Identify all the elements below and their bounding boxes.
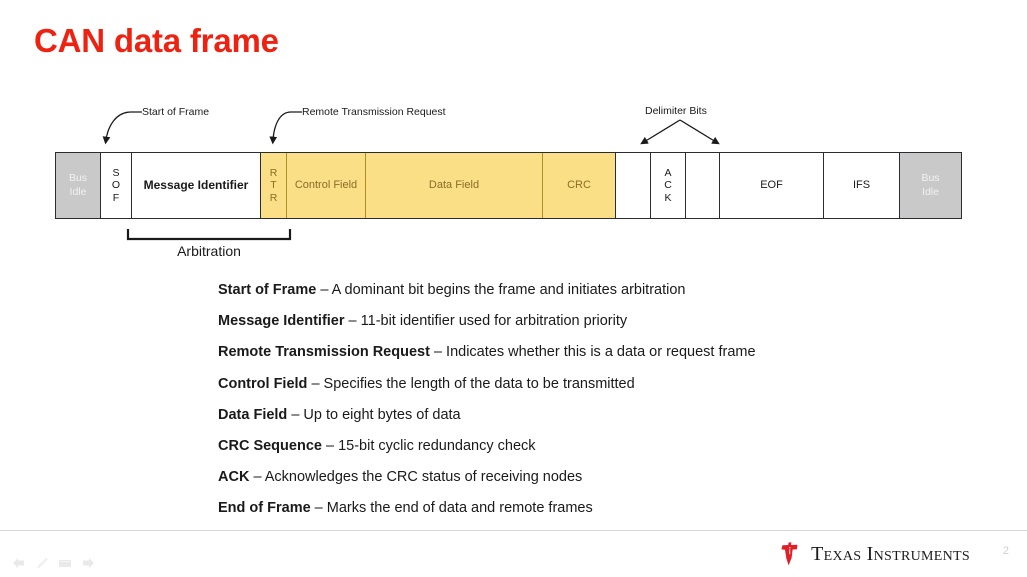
pen-icon[interactable] (35, 557, 49, 569)
frame-cell-crc: CRC (543, 153, 616, 218)
frame-cell-crc-delimiter (616, 153, 651, 218)
list-item: CRC Sequence – 15-bit cyclic redundancy … (218, 438, 978, 455)
leader-remote-transmission-request (269, 111, 302, 145)
page-title: CAN data frame (34, 22, 279, 59)
frame-cell-control-field: Control Field (287, 153, 366, 218)
list-item-term: Data Field (218, 406, 288, 423)
list-item-desc: – 11-bit identifier used for arbitration… (344, 313, 628, 330)
list-item-desc: – Specifies the length of the data to be… (307, 375, 635, 392)
list-item-desc: – Marks the end of data and remote frame… (310, 500, 593, 517)
list-item: Start of Frame – A dominant bit begins t… (218, 282, 978, 299)
leader-start-of-frame (102, 111, 142, 145)
list-item-term: CRC Sequence (218, 437, 322, 454)
callout-label-start-of-frame: Start of Frame (142, 106, 210, 118)
list-item: ACK – Acknowledges the CRC status of rec… (218, 469, 978, 486)
frame-cell-message-identifier: Message Identifier (132, 153, 261, 218)
callout-label-delimiter-bits: Delimiter Bits (645, 105, 707, 117)
ti-wordmark: Texas Instruments (811, 542, 970, 565)
frame-cell-eof: EOF (720, 153, 824, 218)
presenter-toolbar[interactable] (12, 557, 95, 569)
texas-instruments-logo: Texas Instruments (767, 535, 980, 573)
list-item-desc: – 15-bit cyclic redundancy check (321, 437, 536, 454)
frame-cell-rtr: R T R (261, 153, 287, 218)
arbitration-label: Arbitration (177, 243, 241, 259)
list-item-desc: – A dominant bit begins the frame and in… (316, 282, 686, 298)
can-data-frame-diagram: Bus Idle S O F Message Identifier R T R … (0, 0, 1027, 270)
list-item-desc: – Up to eight bytes of data (287, 406, 461, 423)
frame-cell-sof: S O F (101, 153, 132, 218)
frame-cell-bus-idle-right: Bus Idle (900, 153, 961, 218)
list-item: End of Frame – Marks the end of data and… (218, 500, 978, 517)
list-item: Data Field – Up to eight bytes of data (218, 407, 978, 424)
callout-label-remote-transmission-request: Remote Transmission Request (302, 106, 446, 118)
list-item-term: Remote Transmission Request (218, 344, 430, 361)
frame-cell-ack-delimiter (686, 153, 720, 218)
list-item-desc: – Acknowledges the CRC status of receivi… (249, 469, 583, 486)
leader-delimiter-bit-right (679, 119, 720, 145)
leader-delimiter-bit-left (640, 119, 681, 145)
back-arrow-icon[interactable] (12, 557, 26, 569)
list-item-term: ACK (218, 469, 250, 486)
list-item: Message Identifier – 11-bit identifier u… (218, 313, 978, 330)
page-number: 2 (1002, 545, 1009, 557)
list-item-term: Start of Frame (218, 282, 317, 298)
frame-cell-ack: A C K (651, 153, 686, 218)
frame-cell-bus-idle-left: Bus Idle (56, 153, 101, 218)
forward-arrow-icon[interactable] (81, 557, 95, 569)
list-item-term: End of Frame (218, 500, 311, 517)
ti-texas-shape-icon (781, 542, 798, 566)
slide-footer: Texas Instruments 2 (0, 530, 1027, 577)
frame-cell-data-field: Data Field (366, 153, 543, 218)
list-item: Remote Transmission Request – Indicates … (218, 344, 978, 361)
frame-field-row: Bus Idle S O F Message Identifier R T R … (55, 152, 962, 219)
frame-cell-ifs: IFS (824, 153, 900, 218)
list-item-term: Control Field (218, 375, 308, 392)
list-item: Control Field – Specifies the length of … (218, 376, 978, 393)
list-item-desc: – Indicates whether this is a data or re… (429, 344, 756, 361)
field-description-list: Start of Frame – A dominant bit begins t… (218, 282, 978, 531)
list-item-term: Message Identifier (218, 313, 345, 330)
diagram-annotation-lines (102, 111, 720, 241)
slide-icon[interactable] (58, 557, 72, 569)
bracket-arbitration (126, 229, 292, 241)
